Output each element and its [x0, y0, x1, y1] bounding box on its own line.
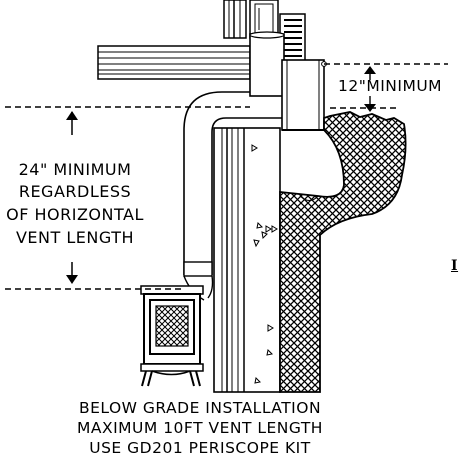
- earth-grade: [279, 111, 407, 393]
- vent-pipe: [183, 31, 285, 301]
- vertical-requirement-line: OF HORIZONTAL: [6, 205, 144, 224]
- vertical-requirement-line: VENT LENGTH: [15, 228, 134, 247]
- min-clearance-label: 12"MINIMUM: [338, 77, 443, 95]
- caption-line: USE GD201 PERISCOPE KIT: [89, 439, 311, 457]
- caption-line: BELOW GRADE INSTALLATION: [78, 399, 322, 417]
- foundation-wall: [213, 127, 281, 393]
- dimension-24-inch: [5, 106, 250, 290]
- dimension-12-inch: [324, 63, 448, 112]
- edge-fragment: I: [451, 258, 459, 274]
- vertical-requirement-line: REGARDLESS: [18, 182, 132, 201]
- caption-line: MAXIMUM 10FT VENT LENGTH: [77, 419, 323, 437]
- periscope-unit: [281, 59, 327, 131]
- floor-joist: [97, 45, 251, 80]
- wall-studs: [223, 0, 279, 39]
- stove-appliance: [140, 285, 204, 387]
- vertical-requirement-line: 24" MINIMUM: [18, 160, 132, 179]
